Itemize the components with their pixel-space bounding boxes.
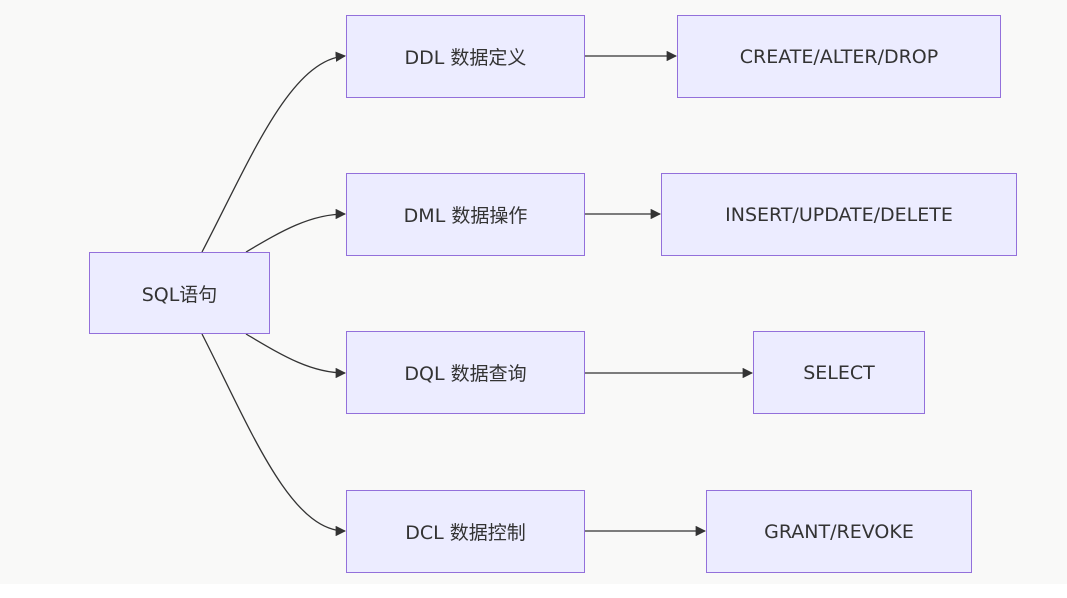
edge-root-dql <box>245 333 347 379</box>
node-dml-operations: INSERT/UPDATE/DELETE <box>661 173 1017 256</box>
node-dql: DQL 数据查询 <box>346 331 585 414</box>
node-ddl-operations: CREATE/ALTER/DROP <box>677 15 1001 98</box>
edge-root-dcl <box>201 333 347 537</box>
node-ddl: DDL 数据定义 <box>346 15 585 98</box>
node-dcl-operations: GRANT/REVOKE <box>706 490 972 573</box>
node-sql-statement: SQL语句 <box>89 252 270 334</box>
node-dml: DML 数据操作 <box>346 173 585 256</box>
edge-root-dml <box>245 208 347 253</box>
node-dql-operations: SELECT <box>753 331 925 414</box>
edge-root-ddl <box>201 51 347 253</box>
node-dcl: DCL 数据控制 <box>346 490 585 573</box>
